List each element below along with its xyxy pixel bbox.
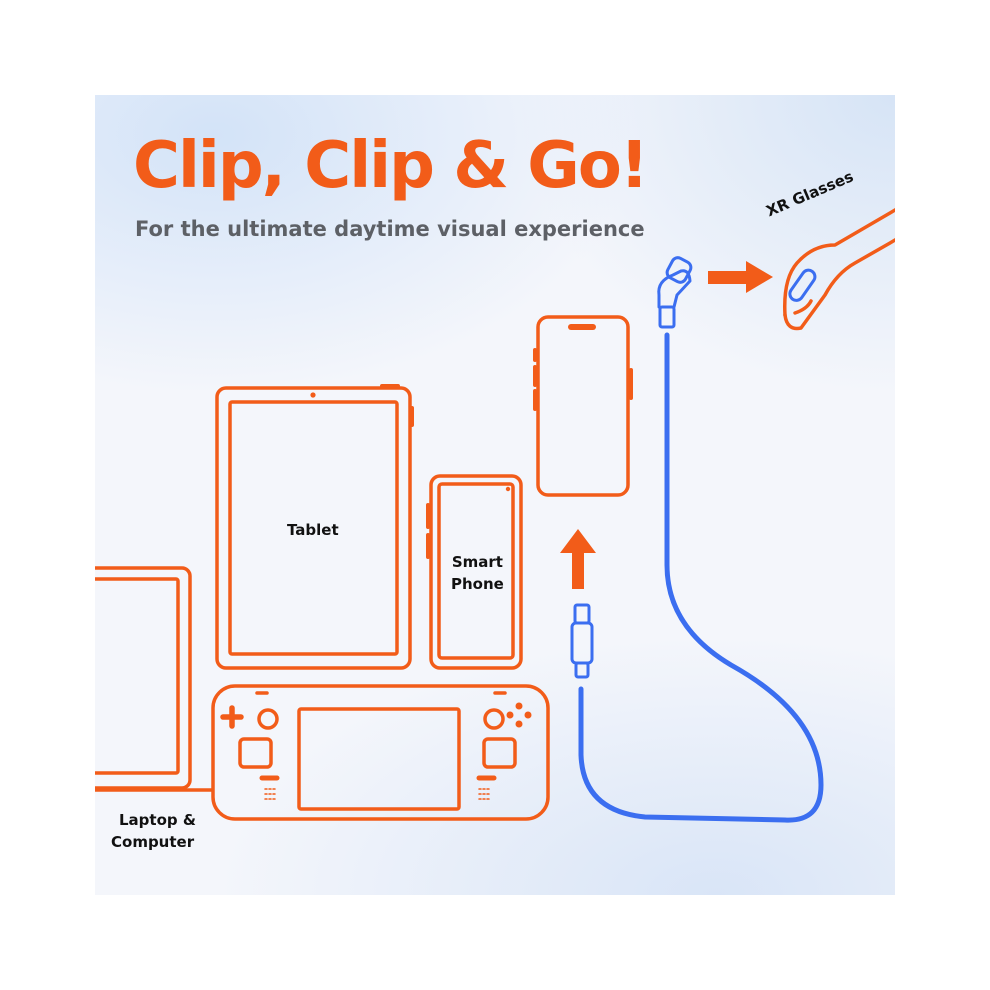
magnetic-clip-connector-icon bbox=[657, 256, 693, 329]
smart-phone-label-line1: Smart bbox=[451, 553, 503, 571]
usb-c-connector-icon bbox=[570, 603, 594, 679]
laptop-illustration bbox=[95, 566, 213, 792]
promo-panel: Clip, Clip & Go! For the ultimate daytim… bbox=[95, 95, 895, 895]
headline: Clip, Clip & Go! bbox=[133, 129, 649, 203]
device-illustration bbox=[95, 207, 895, 823]
usb-c-cable bbox=[570, 256, 824, 823]
xr-glasses-illustration bbox=[783, 207, 895, 331]
tagline: For the ultimate daytime visual experien… bbox=[135, 217, 645, 241]
tablet-illustration bbox=[215, 384, 414, 670]
arrow-up-icon bbox=[560, 529, 596, 589]
laptop-label-line2: Computer bbox=[111, 833, 195, 851]
iphone-illustration bbox=[533, 315, 633, 497]
laptop-label-line1: Laptop & bbox=[119, 811, 196, 829]
handheld-console-illustration bbox=[211, 684, 550, 821]
smartphone-illustration bbox=[426, 474, 523, 670]
smart-phone-label: Smart Phone bbox=[451, 551, 504, 595]
smart-phone-label-line2: Phone bbox=[451, 575, 504, 593]
laptop-computer-label: Laptop & Computer bbox=[111, 809, 196, 853]
tablet-label: Tablet bbox=[287, 521, 339, 539]
arrow-right-icon bbox=[708, 261, 773, 293]
